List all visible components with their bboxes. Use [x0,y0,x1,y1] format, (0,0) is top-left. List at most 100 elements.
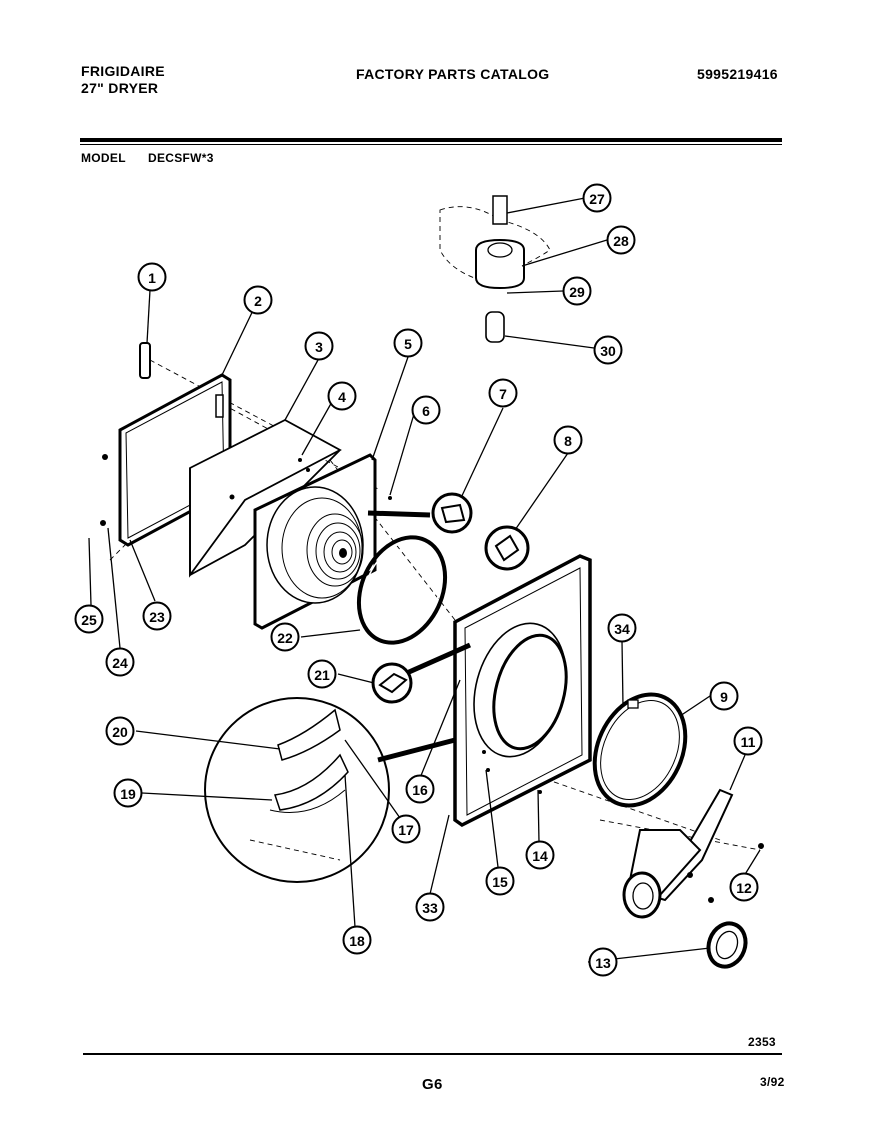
part-ring-22 [356,535,448,645]
callout-label: 8 [564,433,572,449]
callout-label: 7 [499,386,507,402]
callout-group: 1234567891112131415161718192021222324252… [74,183,763,977]
callout-11: 11 [733,726,763,756]
part-door-33 [453,554,592,828]
callout-circle [304,331,334,361]
callout-16: 16 [405,774,435,804]
callout-2: 2 [243,285,273,315]
hardware-dots [100,454,764,903]
callout-circle [391,814,421,844]
callout-label: 24 [112,655,128,671]
callout-label: 33 [422,900,438,916]
callout-label: 4 [338,389,346,405]
callout-circle [307,659,337,689]
callout-label: 28 [613,233,629,249]
catalog-title: FACTORY PARTS CATALOG [356,66,550,82]
callout-label: 20 [112,724,128,740]
part-switch-assembly [475,195,525,343]
callout-14: 14 [525,840,555,870]
callout-label: 1 [148,270,156,286]
callout-20: 20 [105,716,135,746]
callout-18: 18 [342,925,372,955]
callout-label: 27 [589,191,605,207]
callout-circle [105,716,135,746]
callout-label: 22 [277,630,293,646]
callout-label: 11 [741,734,756,750]
callout-circle [488,378,518,408]
part-ring-13 [706,921,748,969]
callout-6: 6 [411,395,441,425]
part-door-ring-9 [592,692,688,808]
callout-12: 12 [729,872,759,902]
callout-circle [142,601,172,631]
callout-label: 13 [595,955,611,971]
callout-30: 30 [593,335,623,365]
callout-circle [485,866,515,896]
callout-22: 22 [270,622,300,652]
callout-circle [411,395,441,425]
drawing-number: 2353 [748,1035,776,1049]
callout-33: 33 [415,892,445,922]
callout-label: 16 [412,782,428,798]
callout-circle [607,613,637,643]
catalog-number: 5995219416 [697,66,778,82]
callout-label: 30 [600,343,616,359]
callout-circle [553,425,583,455]
callout-13: 13 [588,947,618,977]
callout-circle [105,647,135,677]
callout-label: 25 [81,612,97,628]
header-rule-thick [80,138,782,142]
callout-circle [582,183,612,213]
callout-label: 29 [569,284,585,300]
callout-circle [562,276,592,306]
callout-15: 15 [485,866,515,896]
callout-label: 19 [120,786,136,802]
callout-circle [137,262,167,292]
callout-circle [525,840,555,870]
callout-circle [327,381,357,411]
callout-label: 17 [398,822,414,838]
callout-5: 5 [393,328,423,358]
model-label: MODEL [81,151,126,165]
magnified-detail [204,697,456,883]
callout-label: 14 [532,848,548,864]
callout-label: 34 [614,621,630,637]
callout-circle [405,774,435,804]
callout-label: 15 [492,874,508,890]
brand-name: FRIGIDAIRE [81,63,165,79]
page-code: G6 [422,1076,443,1093]
model-value: DECSFW*3 [148,151,214,165]
badge-icons [371,492,530,704]
callout-circle [342,925,372,955]
part-front-panel-5 [253,356,409,630]
callout-34: 34 [607,613,637,643]
callout-3: 3 [304,331,334,361]
callout-17: 17 [391,814,421,844]
callout-8: 8 [553,425,583,455]
callout-19: 19 [113,778,143,808]
callout-circle [606,225,636,255]
callout-27: 27 [582,183,612,213]
callout-circle [709,681,739,711]
callout-label: 9 [720,689,728,705]
product-name: 27" DRYER [81,80,159,96]
callout-circle [113,778,143,808]
callout-label: 18 [349,933,365,949]
callout-label: 23 [149,609,165,625]
part-pin-1 [139,289,151,379]
callout-1: 1 [137,262,167,292]
footer-date: 3/92 [760,1075,785,1089]
callout-29: 29 [562,276,592,306]
callout-label: 3 [315,339,323,355]
callout-circle [243,285,273,315]
callout-circle [270,622,300,652]
callout-label: 5 [404,336,412,352]
callout-4: 4 [327,381,357,411]
callout-7: 7 [488,378,518,408]
callout-23: 23 [142,601,172,631]
callout-circle [733,726,763,756]
callout-circle [393,328,423,358]
callout-28: 28 [606,225,636,255]
header-rule-thin [80,144,782,145]
